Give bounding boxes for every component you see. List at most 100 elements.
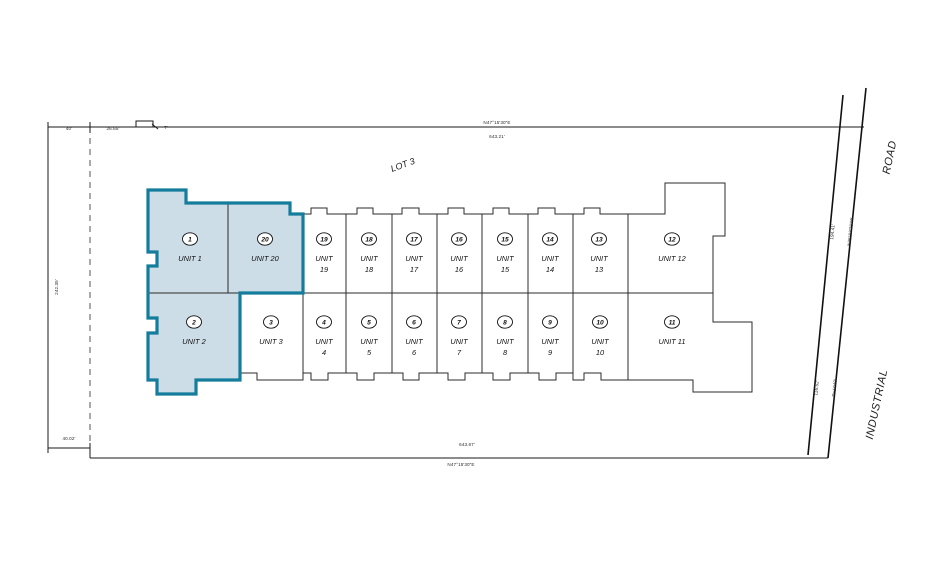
unit-number-circle-5: [361, 315, 377, 329]
unit-label-sub-10: 10: [596, 348, 605, 357]
dim-top-bearing: N47°15'30"E: [483, 120, 510, 125]
unit-number-circle-14: [542, 232, 558, 246]
unit-shape-16[interactable]: [436, 207, 483, 294]
unit-label-12: UNIT 12: [658, 254, 686, 263]
unit-number-circle-10: [592, 315, 608, 329]
boundary-lines: [47, 120, 864, 459]
dim-right-upper-bearing: N36°03'30"W: [847, 217, 855, 246]
unit-label-8: UNIT: [496, 337, 514, 346]
unit-label-sub-7: 7: [457, 348, 462, 357]
selected-units-outline: [146, 188, 305, 396]
unit-number-20: 20: [260, 236, 269, 243]
unit-label-sub-6: 6: [412, 348, 417, 357]
lot-3-label: LOT 3: [389, 156, 416, 174]
unit-label-sub-5: 5: [367, 348, 372, 357]
unit-shape-15[interactable]: [481, 207, 529, 294]
unit-label-7: UNIT: [450, 337, 468, 346]
unit-label-sub-15: 15: [501, 265, 510, 274]
unit-label-4: UNIT: [315, 337, 333, 346]
unit-label-sub-17: 17: [410, 265, 419, 274]
unit-shape-13[interactable]: [572, 207, 629, 294]
unit-number-circle-2: [186, 315, 202, 329]
unit-number-circle-16: [451, 232, 467, 246]
unit-number-circle-19: [316, 232, 332, 246]
unit-label-1: UNIT 1: [178, 254, 201, 263]
building-top-row: [147, 182, 726, 294]
unit-label-13: UNIT: [590, 254, 608, 263]
unit-label-11: UNIT 11: [659, 337, 686, 346]
unit-number-14: 14: [546, 236, 554, 243]
unit-number-circle-11: [664, 315, 680, 329]
unit-shape-19[interactable]: [302, 207, 347, 294]
unit-number-6: 6: [412, 319, 416, 326]
unit-number-9: 9: [548, 319, 552, 326]
unit-label-9: UNIT: [541, 337, 559, 346]
unit-label-20: UNIT 20: [251, 254, 279, 263]
unit-number-8: 8: [503, 319, 507, 326]
unit-number-17: 17: [410, 236, 418, 243]
unit-label-3: UNIT 3: [259, 337, 283, 346]
leader-top-left-c: [151, 123, 159, 130]
dim-top-left-b: 26.65': [107, 126, 120, 131]
unit-shape-17[interactable]: [391, 207, 438, 294]
road-right-of-way: [807, 87, 867, 459]
unit-number-circle-12: [664, 232, 680, 246]
unit-number-3: 3: [269, 319, 273, 326]
unit-number-13: 13: [595, 236, 603, 243]
unit-number-18: 18: [365, 236, 373, 243]
unit-shape-18[interactable]: [345, 207, 393, 294]
unit-label-sub-8: 8: [503, 348, 508, 357]
dim-bottom-left: 40.02': [63, 436, 76, 441]
dim-right-upper-distance: 194.41': [829, 224, 836, 240]
unit-shape-14[interactable]: [527, 207, 574, 294]
unit-number-circle-9: [542, 315, 558, 329]
unit-shape-20[interactable]: [227, 202, 304, 294]
unit-label-sub-18: 18: [365, 265, 374, 274]
dim-right-lower-distance: 116.52': [813, 380, 820, 396]
unit-label-17: UNIT: [405, 254, 423, 263]
unit-number-2: 2: [191, 319, 196, 326]
unit-label-15: UNIT: [496, 254, 514, 263]
unit-number-circle-15: [497, 232, 513, 246]
unit-label-sub-14: 14: [546, 265, 554, 274]
unit-number-circle-6: [406, 315, 422, 329]
unit-label-18: UNIT: [360, 254, 378, 263]
unit-label-14: UNIT: [541, 254, 559, 263]
unit-number-circle-17: [406, 232, 422, 246]
unit-number-circle-4: [316, 315, 332, 329]
dim-bottom-bearing: N47°15'30"E: [447, 462, 474, 467]
road-outer-edge: [827, 87, 867, 459]
unit-shape-11[interactable]: [627, 292, 753, 393]
unit-label-sub-16: 16: [455, 265, 464, 274]
unit-number-11: 11: [669, 319, 676, 326]
industrial-label: INDUSTRIAL: [864, 368, 891, 440]
road-label: ROAD: [881, 139, 900, 175]
unit-number-circle-13: [591, 232, 607, 246]
unit-number-12: 12: [668, 236, 676, 243]
unit-label-sub-9: 9: [548, 348, 552, 357]
unit-label-5: UNIT: [360, 337, 378, 346]
dim-top-left-c: 7': [164, 125, 168, 130]
unit-label-10: UNIT: [591, 337, 609, 346]
